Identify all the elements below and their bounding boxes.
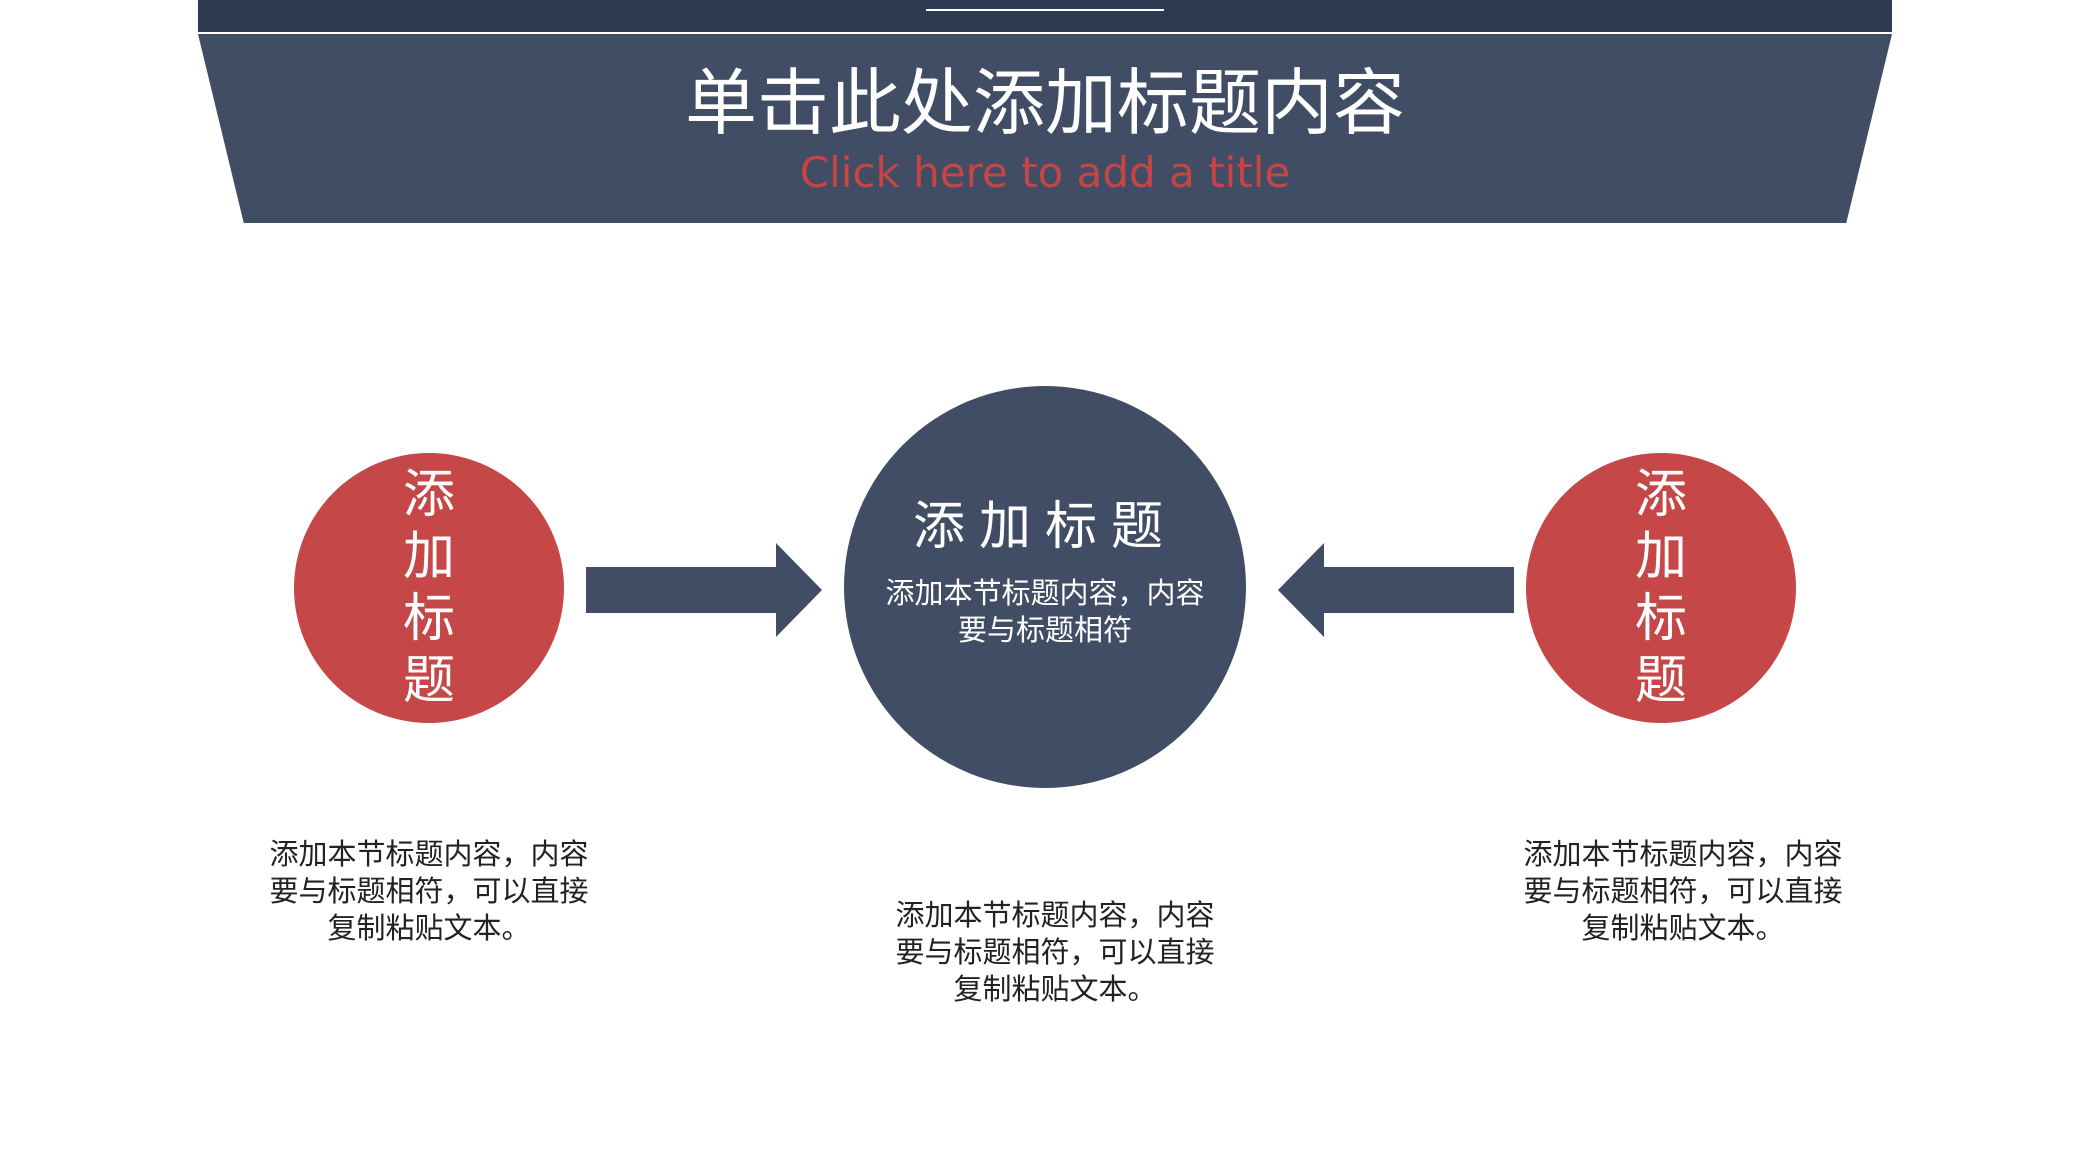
center-node-title[interactable]: 添加标题	[912, 497, 1177, 557]
left-node-circle: 添加标题	[294, 453, 564, 723]
header-rule	[926, 9, 1164, 11]
header-banner	[198, 34, 1892, 223]
right-node-description[interactable]: 添加本节标题内容，内容要与标题相符，可以直接复制粘贴文本。	[1523, 837, 1843, 945]
center-node-description[interactable]: 添加本节标题内容，内容要与标题相符，可以直接复制粘贴文本。	[895, 898, 1215, 1006]
page-subtitle[interactable]: Click here to add a title	[799, 148, 1291, 197]
left-node-description[interactable]: 添加本节标题内容，内容要与标题相符，可以直接复制粘贴文本。	[269, 837, 589, 945]
arrow-right-icon	[586, 543, 822, 637]
center-node-subtitle[interactable]: 添加本节标题内容，内容要与标题相符	[885, 576, 1205, 647]
page-title[interactable]: 单击此处添加标题内容	[684, 61, 1405, 145]
arrow-left-icon	[1278, 543, 1514, 637]
left-node-title[interactable]: 添加标题	[402, 465, 497, 711]
header-top-bar	[198, 0, 1892, 32]
right-node-title[interactable]: 添加标题	[1634, 465, 1729, 711]
center-node-circle: 添加标题 添加本节标题内容，内容要与标题相符	[844, 386, 1246, 788]
right-node-circle: 添加标题	[1526, 453, 1796, 723]
